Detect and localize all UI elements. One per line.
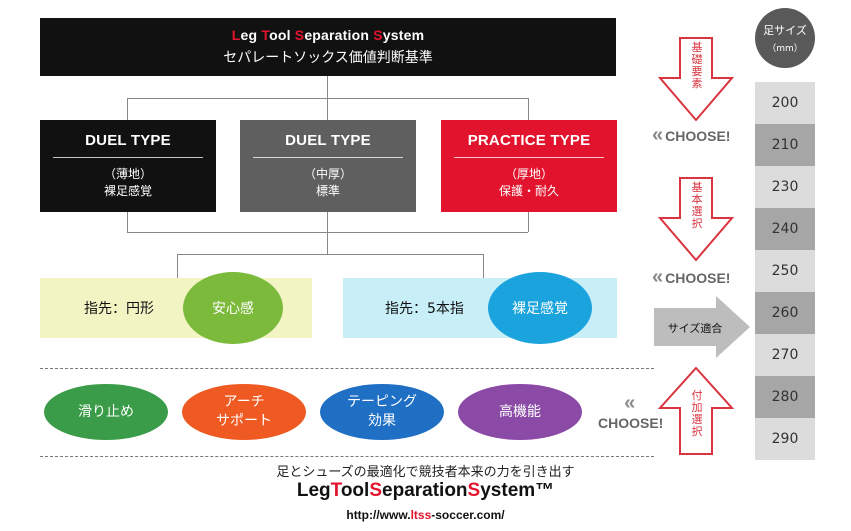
title-subtitle: セパレートソックス価値判断基準 [223,50,433,66]
toe-panel-five-finger: 指先：5本指 裸足感覚 [343,272,617,344]
connector-line [177,254,178,278]
connector-line [327,76,328,98]
choose-label: « CHOOSE! [652,124,731,146]
connector-line [327,232,328,254]
function-label: 効果 [368,413,396,429]
arrow-label: 付加選択 [691,389,703,438]
function-oval-taping: テーピング 効果 [320,384,444,440]
choose-label: « CHOOSE! [598,392,664,431]
brand-title: Leg Tool Separation System [231,27,425,43]
toe-benefit-circle: 安心感 [183,272,283,344]
size-header: 足サイズ （mm） [755,8,815,68]
arrow-label: 基礎要素 [691,41,703,90]
type-thickness: （中厚） [303,167,352,181]
type-name: PRACTICE TYPE [467,132,591,149]
dashed-divider [40,456,654,457]
size-fit-arrow [654,296,750,358]
size-cell: 230 [755,166,815,208]
size-cell: 290 [755,418,815,460]
footer-brand: LegToolSeparationSystem™ [296,480,555,501]
chevron-left-icon: « [624,392,636,414]
size-cell: 240 [755,208,815,250]
connector-line [127,98,128,120]
function-label: 滑り止め [78,403,134,420]
divider [253,157,403,158]
size-header-unit: （mm） [767,44,803,54]
chevron-left-icon: « [652,266,664,288]
divider [454,157,604,158]
toe-benefit: 裸足感覚 [512,301,568,317]
toe-benefit: 安心感 [212,301,254,317]
function-oval-grip: 滑り止め [44,384,168,440]
down-arrow-basic-elements [657,37,735,122]
type-feature: 裸足感覚 [103,184,152,198]
size-cell: 270 [755,334,815,376]
connector-line [327,98,328,120]
type-box-practice: PRACTICE TYPE （厚地） 保護・耐久 [441,120,617,212]
function-label: アーチ [223,394,265,410]
function-label: サポート [216,413,272,429]
chevron-left-icon: « [652,124,664,146]
connector-line [127,212,128,232]
size-cell: 250 [755,250,815,292]
type-thickness: （厚地） [504,167,553,181]
dashed-divider [40,368,654,369]
down-arrow-basic-choice [657,177,735,262]
size-cell: 210 [755,124,815,166]
arrow-label: 基本選択 [691,181,703,230]
connector-line [177,254,483,255]
size-cell: 200 [755,82,815,124]
type-feature: 標準 [315,184,340,198]
function-oval-high-function: 高機能 [458,384,582,440]
toe-label: 指先：5本指 [385,301,464,317]
toe-panel-round: 指先：円形 安心感 [40,272,312,344]
connector-line [327,212,328,232]
footer-url-link[interactable]: http://www.ltss-soccer.com/ [346,508,505,522]
toe-benefit-circle: 裸足感覚 [488,272,592,344]
footer-tagline: 足とシューズの最適化で競技者本来の力を引き出す [276,465,575,480]
size-cell: 280 [755,376,815,418]
size-header-title: 足サイズ [763,24,807,37]
type-name: DUEL TYPE [285,132,371,149]
connector-line [528,98,529,120]
size-cell: 260 [755,292,815,334]
type-feature: 保護・耐久 [498,184,559,198]
size-fit-label: サイズ適合 [667,322,723,335]
type-box-duel-thin: DUEL TYPE （薄地） 裸足感覚 [40,120,216,212]
type-thickness: （薄地） [103,167,152,181]
type-name: DUEL TYPE [85,132,171,149]
connector-line [528,212,529,232]
connector-line [483,254,484,278]
up-arrow-additional-choice [657,366,735,455]
choose-label: « CHOOSE! [652,266,731,288]
toe-label: 指先：円形 [84,301,154,317]
title-box: Leg Tool Separation System セパレートソックス価値判断… [40,18,616,76]
function-label: テーピング [347,394,417,410]
divider [53,157,203,158]
type-box-duel-mid: DUEL TYPE （中厚） 標準 [240,120,416,212]
function-oval-arch: アーチ サポート [182,384,306,440]
function-label: 高機能 [499,403,541,420]
